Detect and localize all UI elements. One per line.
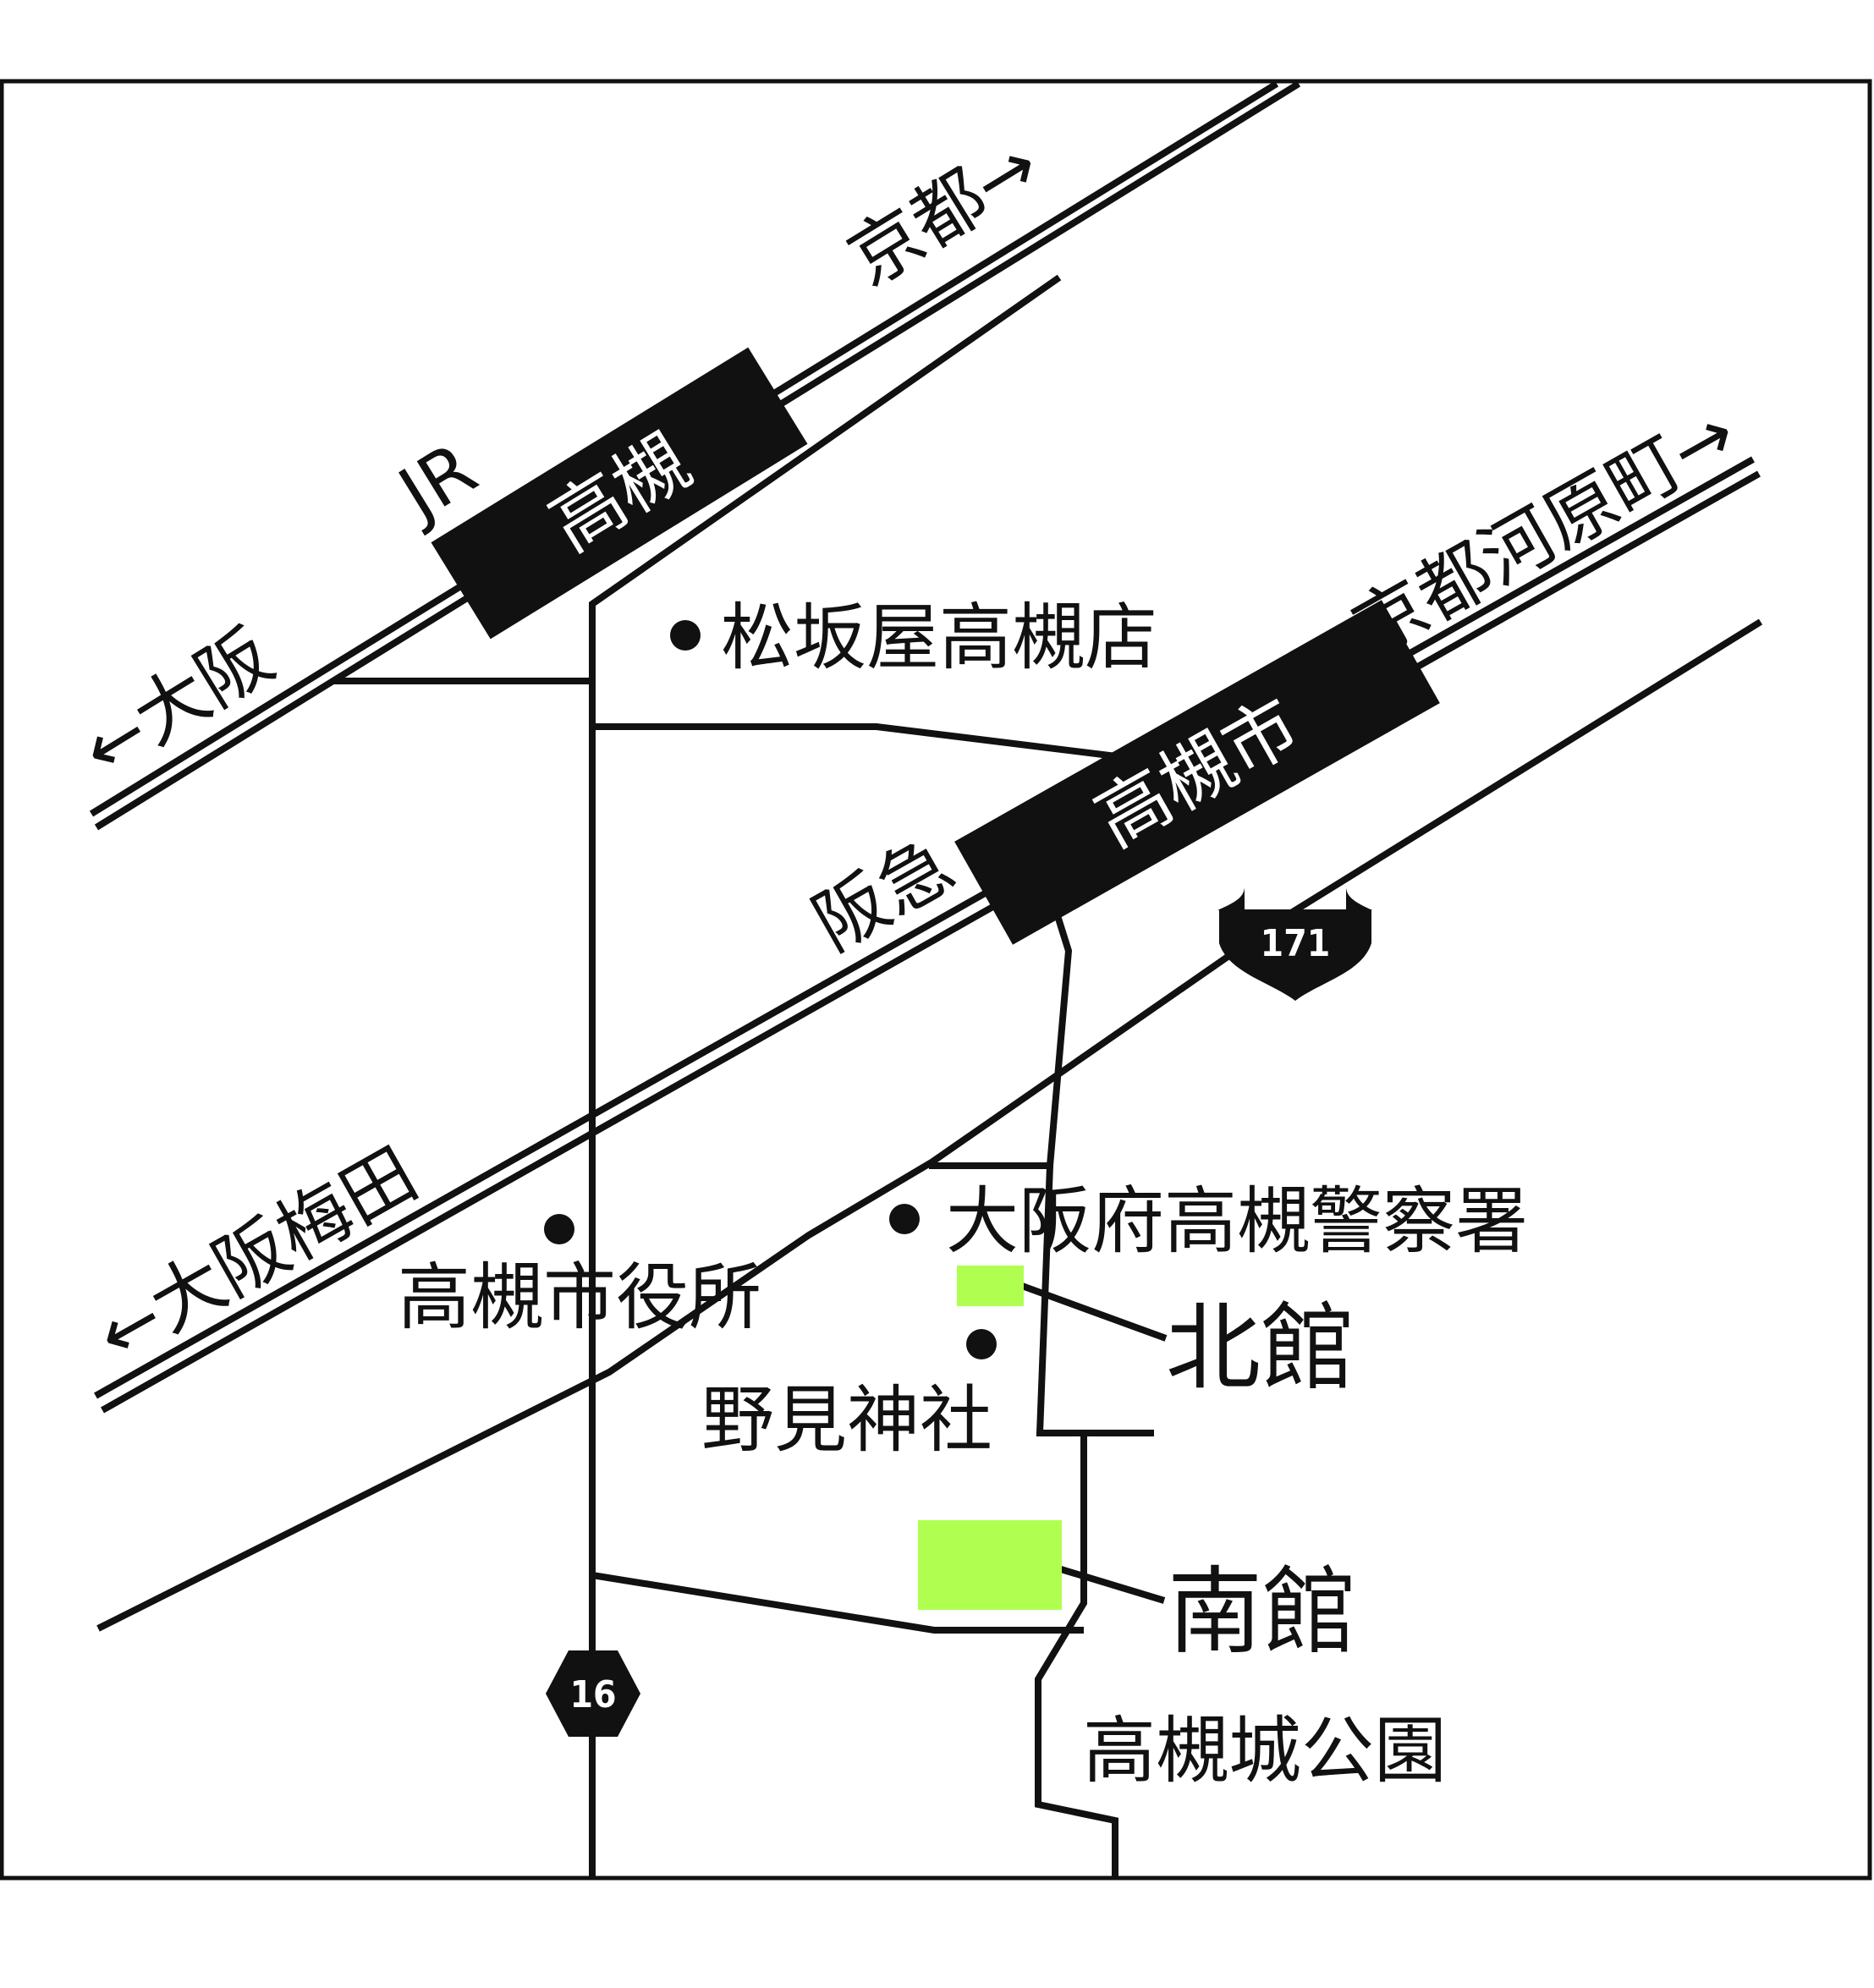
route-16-road [589,274,1062,1878]
south-building-marker [918,1520,1062,1610]
matsuzakaya-label: 松坂屋高槻店 [721,596,1157,680]
city-hall-label: 高槻市役所 [398,1255,761,1340]
north-building-leader [1020,1282,1168,1342]
hankyu-railway [94,456,1761,1414]
route-171-number: 171 [1261,922,1331,965]
road-matsuzakaya-branch [592,723,1138,762]
park-label: 高槻城公園 [1083,1709,1447,1793]
shrine-label: 野見神社 [701,1378,992,1463]
south-building-leader [1059,1566,1166,1604]
matsuzakaya-dot-icon [670,620,701,651]
route-171-shield: 171 [1217,887,1372,1001]
north-building-marker [957,1266,1024,1306]
shrine-dot-icon [966,1329,997,1359]
prefectural-route-shield-icon [546,1650,640,1737]
police-label: 大阪府高槻警察署 [946,1179,1528,1264]
city-hall-dot-icon [544,1214,574,1244]
south-building-label: 南館 [1168,1557,1357,1667]
road-south-branch [591,1572,1084,1634]
route-16-number: 16 [569,1673,616,1716]
police-dot-icon [889,1204,920,1234]
north-building-label: 北館 [1166,1293,1355,1403]
route-171-road [96,618,1763,1632]
route-16-shield: 16 [546,1650,640,1737]
road-east-street-south [1036,1165,1154,1436]
